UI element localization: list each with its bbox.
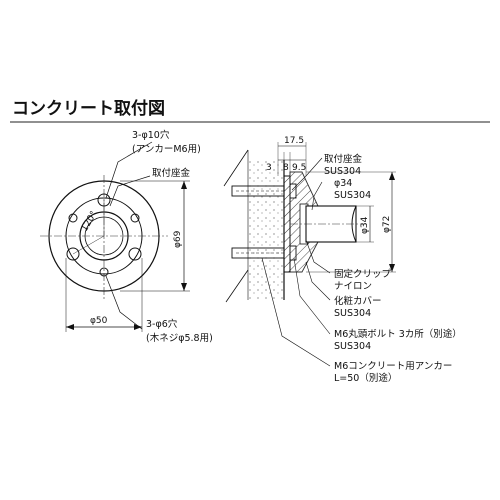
front-view: 120° 3-φ10穴 (アンカーM6用) 取付座金 φ69 φ50 3-φ6穴… <box>40 129 213 344</box>
leader-pipe <box>311 181 323 211</box>
callout-6-line-2: L=50（別途） <box>334 372 397 384</box>
arrow-50-left <box>66 324 74 330</box>
side-view: 17.5 8 9.5 3 φ34 φ72 <box>223 136 396 367</box>
dim-8-label: 8 <box>283 163 289 173</box>
callout-1-line-1: 取付座金 <box>324 153 363 165</box>
hole-callout-2: (アンカーM6用) <box>132 144 201 155</box>
hole-callout-1: 3-φ10穴 <box>132 129 170 141</box>
angle-label: 120° <box>80 210 100 234</box>
callout-4-line-2: SUS304 <box>334 308 371 319</box>
washer-flange <box>283 175 291 273</box>
callout-2-line-1: φ34 <box>334 178 352 189</box>
callout-3-line-2: ナイロン <box>334 281 372 292</box>
dim-69-label: φ69 <box>173 230 183 248</box>
drawing-title: コンクリート取付図 <box>12 98 165 119</box>
small-hole-callout-2: (木ネジφ5.8用) <box>146 332 213 344</box>
anchor-hole-left <box>66 247 80 261</box>
callout-4-line-1: 化粧カバー <box>334 295 382 307</box>
dim-95-label: 9.5 <box>292 163 306 173</box>
arrow-69-top <box>181 181 187 189</box>
concrete-wall <box>248 160 284 300</box>
angle-line-left <box>72 235 105 255</box>
leader-clip <box>305 239 331 274</box>
break-line-bottom <box>225 269 249 303</box>
dim-72-label: φ72 <box>382 216 392 233</box>
callout-1-line-2: SUS304 <box>324 166 361 177</box>
leader-washer-side <box>291 157 323 191</box>
leader-bolt <box>293 257 331 335</box>
dim-34-side-label: φ34 <box>360 216 370 234</box>
arrow-50-right <box>134 324 142 330</box>
part-label-washer: 取付座金 <box>152 167 191 179</box>
arrow-72-bottom <box>389 264 395 272</box>
screw-hole-bottom <box>99 267 109 277</box>
anchor-hole-right <box>128 247 142 261</box>
small-hole-callout-1: 3-φ6穴 <box>146 318 178 330</box>
callout-3-line-1: 固定クリップ <box>334 268 392 280</box>
screw-hole-upper-left <box>68 213 78 223</box>
callout-2-line-2: SUS304 <box>334 190 371 201</box>
leader-screw-hole <box>105 275 143 330</box>
screw-hole-upper-right <box>130 213 140 223</box>
arrow-69-bottom <box>181 283 187 291</box>
leader-anchor <box>261 257 331 367</box>
leader-washer <box>109 175 151 207</box>
break-line-top <box>223 149 249 187</box>
dim-3-label: 3 <box>266 163 272 173</box>
callout-6-line-1: M6コンクリート用アンカー <box>334 361 452 372</box>
dim-175-label: 17.5 <box>284 136 304 146</box>
leader-cover <box>305 261 331 301</box>
callout-5-line-2: SUS304 <box>334 341 371 352</box>
arrow-72-top <box>389 172 395 180</box>
leader-anchor-hole <box>105 141 153 199</box>
callout-5-line-1: M6丸頭ボルト 3カ所（別途） <box>334 328 462 340</box>
callout-list: 取付座金 SUS304 φ34 SUS304 固定クリップ ナイロン 化粧カバー… <box>324 153 462 384</box>
dim-50-label: φ50 <box>90 316 108 326</box>
